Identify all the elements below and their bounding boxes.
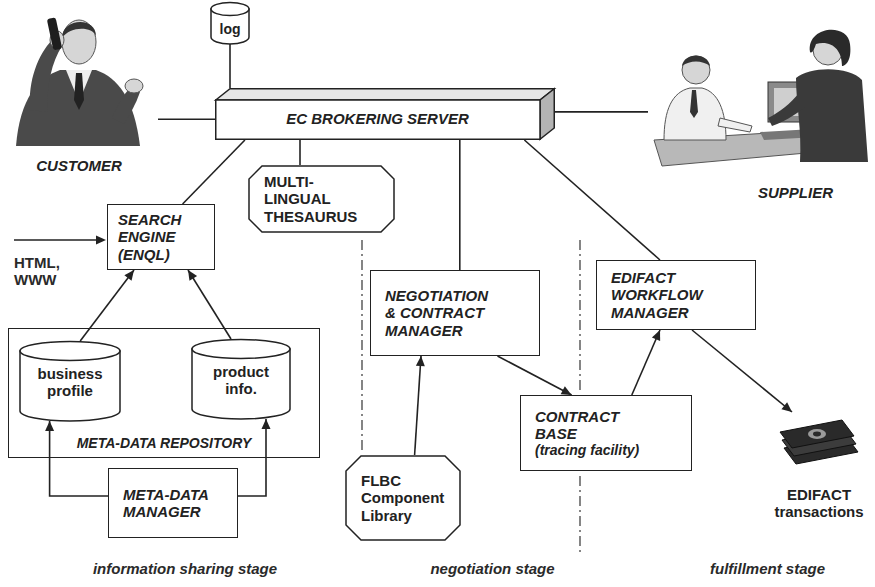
arrowhead xyxy=(416,356,425,366)
server-box: EC BROKERING SERVER xyxy=(215,88,555,140)
connector-line xyxy=(459,140,461,270)
node-subtext: (tracing facility) xyxy=(535,442,639,458)
money-stack xyxy=(780,420,858,464)
connector-line xyxy=(229,44,231,88)
stage-label: information sharing stage xyxy=(30,560,340,577)
connector xyxy=(80,270,134,341)
input-label: HTML, WWW xyxy=(14,254,78,289)
process-box: CONTRACT BASE(tracing facility) xyxy=(520,395,692,471)
actor-figure: CUSTOMER xyxy=(0,0,158,178)
connector xyxy=(183,140,245,204)
connector xyxy=(230,44,231,88)
node-text: log xyxy=(220,21,241,37)
node-text: product info. xyxy=(201,363,281,398)
node-text: business profile xyxy=(25,365,115,400)
process-box: META-DATA MANAGER xyxy=(108,468,238,538)
input-arrow xyxy=(14,236,106,245)
connector-line xyxy=(632,330,660,395)
connector-line xyxy=(158,118,215,120)
database-cylinder: business profile xyxy=(19,341,121,421)
connector xyxy=(300,140,301,165)
node-text: SEARCH ENGINE (ENQL) xyxy=(118,211,204,263)
connector xyxy=(459,140,460,270)
connector-line xyxy=(299,140,301,165)
arrowhead xyxy=(561,386,572,395)
node-text: CONTRACT BASE xyxy=(535,408,635,443)
process-box: SEARCH ENGINE (ENQL) xyxy=(107,204,215,270)
supplier-figure xyxy=(654,30,868,166)
node-text: EC BROKERING SERVER xyxy=(286,110,469,127)
connector xyxy=(498,356,572,395)
node-text: META-DATA MANAGER xyxy=(123,486,223,521)
connector-line xyxy=(80,270,134,341)
actor-figure: SUPPLIER xyxy=(648,25,873,205)
arrowhead xyxy=(45,421,54,431)
node-text: EDIFACT WORKFLOW MANAGER xyxy=(611,269,741,321)
database-cylinder: product info. xyxy=(191,339,291,419)
connector xyxy=(524,140,660,260)
connector xyxy=(158,119,215,120)
connector xyxy=(632,330,660,395)
connector-line xyxy=(692,330,792,412)
repository-group: META-DATA REPOSITORY business profile prod… xyxy=(8,328,320,458)
process-box: EDIFACT WORKFLOW MANAGER xyxy=(596,260,756,330)
connector-line xyxy=(50,421,108,496)
library-octagon: FLBC Component Library xyxy=(345,455,461,541)
node-text: MULTI- LINGUAL THESAURUS xyxy=(264,173,364,225)
node-text: CUSTOMER xyxy=(36,157,122,174)
output-figure: EDIFACT transactions xyxy=(765,412,873,524)
connector xyxy=(45,421,108,496)
connector-line xyxy=(498,356,572,395)
node-text: META-DATA REPOSITORY xyxy=(77,435,252,451)
node-text: EDIFACT transactions xyxy=(769,486,869,521)
node-text: NEGOTIATION & CONTRACT MANAGER xyxy=(385,287,497,339)
connector xyxy=(415,356,425,455)
stage-label: negotiation stage xyxy=(405,560,580,577)
connector-line xyxy=(415,356,421,455)
stage-label: fulfillment stage xyxy=(680,560,855,577)
arrowhead xyxy=(188,270,197,281)
library-octagon: MULTI- LINGUAL THESAURUS xyxy=(248,165,395,233)
connector-line xyxy=(183,140,245,204)
connector-line xyxy=(555,111,648,113)
connector xyxy=(555,111,648,112)
connector-line xyxy=(524,140,660,260)
log-cylinder: log xyxy=(210,2,250,44)
arrowhead xyxy=(262,419,271,429)
arrowhead xyxy=(652,330,660,341)
arrowhead xyxy=(781,402,792,412)
node-text: SUPPLIER xyxy=(758,184,833,201)
node-text: FLBC Component Library xyxy=(361,472,445,524)
arrowhead xyxy=(124,270,134,281)
connector xyxy=(692,330,792,412)
process-box: NEGOTIATION & CONTRACT MANAGER xyxy=(370,270,540,356)
customer-figure xyxy=(16,17,143,146)
